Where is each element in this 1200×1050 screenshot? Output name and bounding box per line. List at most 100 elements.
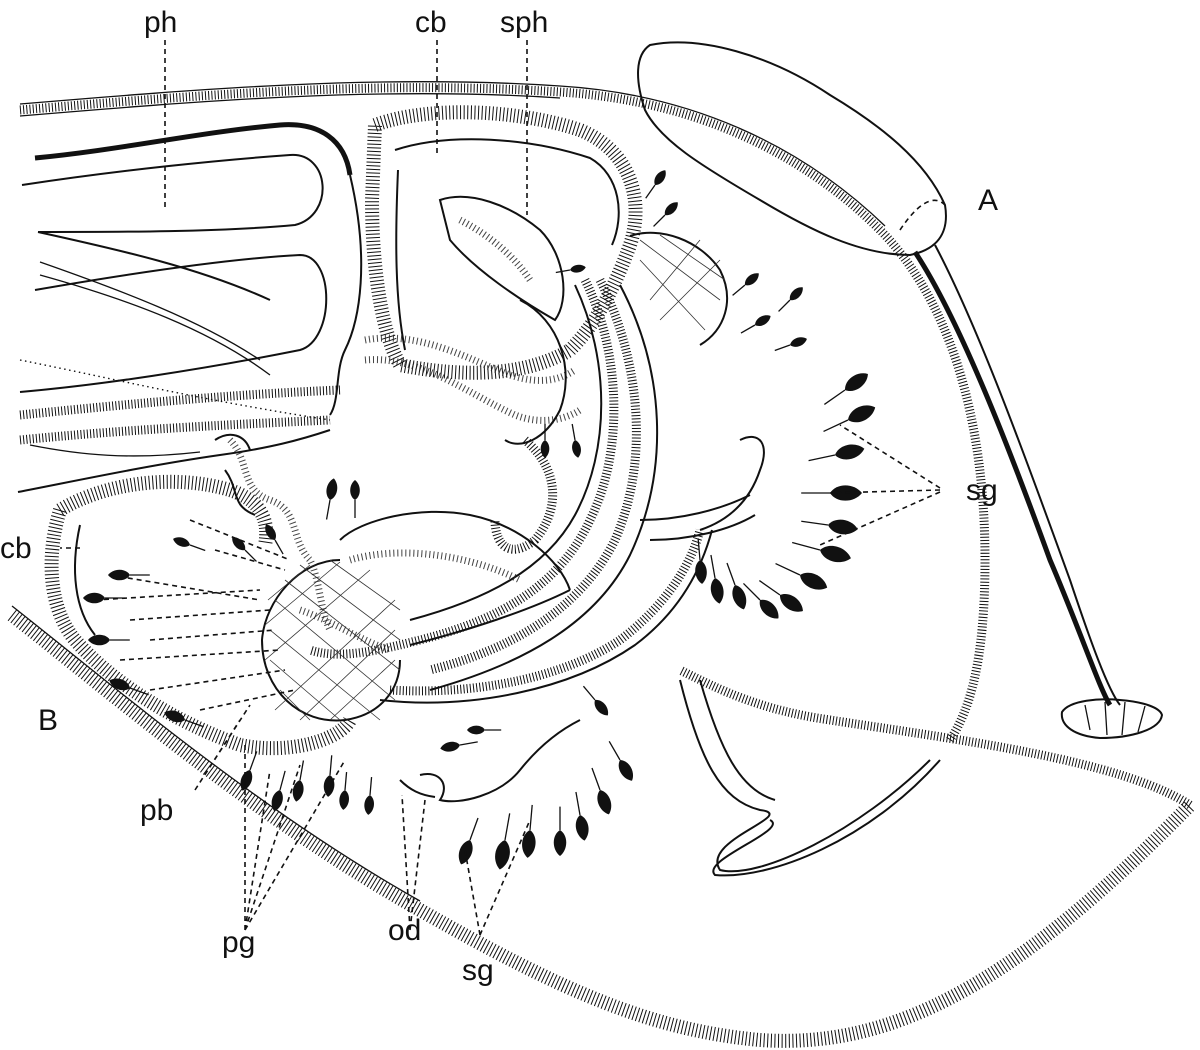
pharynx: [17, 122, 363, 493]
gland-drop: [570, 264, 586, 273]
label-cb-top: cb: [415, 6, 447, 39]
gland-drop: [789, 287, 803, 301]
gland-stalk: [274, 539, 284, 555]
gland-stalk: [801, 520, 829, 526]
gland-stalk: [778, 299, 791, 312]
gland-drop: [164, 710, 185, 723]
label-sg-right: sg: [966, 474, 998, 507]
gland-stalk: [369, 777, 373, 796]
gland-drop: [594, 699, 609, 716]
gland-stalk: [710, 554, 716, 579]
gland-drop: [271, 790, 283, 812]
gland-drop: [108, 569, 130, 581]
central-duct: [308, 277, 713, 704]
label-sg-bottom: sg: [462, 954, 494, 987]
gland-drop: [240, 770, 253, 791]
gland-stalk: [582, 685, 596, 701]
upper-crenellated-organ: [364, 105, 643, 424]
gland-drop: [440, 741, 460, 752]
gland-drop: [339, 790, 349, 810]
reticulated-bulb: [260, 231, 729, 722]
bulb-tube: [214, 433, 571, 632]
gland-drop: [553, 830, 567, 856]
gland-stalk: [325, 499, 331, 520]
body-wall-upper: [19, 80, 990, 743]
gland-drop: [467, 725, 485, 735]
gland-stalk: [774, 344, 791, 352]
label-cb-left: cb: [0, 532, 32, 565]
left-crenellated-organ: [44, 474, 357, 756]
lower-right-loop: [679, 679, 941, 877]
gland-drop: [654, 170, 666, 186]
gland-drop: [292, 780, 304, 802]
gland-stalk: [279, 770, 286, 791]
leader-lines: [60, 40, 941, 936]
gland-stalk: [329, 755, 333, 776]
gland-stalk: [742, 582, 761, 601]
gland-drop: [820, 545, 851, 563]
gland-drop: [326, 478, 338, 500]
gland-drop: [732, 585, 747, 610]
gland-drop: [844, 373, 868, 391]
gland-stalk: [469, 817, 479, 841]
gland-drop: [618, 760, 633, 781]
gland-drop: [744, 273, 759, 286]
gland-drop: [83, 592, 105, 604]
gland-drop: [540, 440, 550, 458]
gland-stalk: [697, 538, 701, 561]
gland-drop: [88, 634, 110, 646]
gland-drop: [597, 790, 612, 815]
label-B: B: [38, 704, 58, 737]
gland-drop: [835, 444, 865, 460]
gland-stalk: [244, 549, 257, 562]
gland-drop: [572, 440, 581, 458]
gland-drop: [755, 315, 771, 326]
gland-stalk: [575, 791, 581, 816]
gland-stalk: [129, 687, 149, 696]
gland-drop: [109, 678, 130, 691]
gland-stalk: [726, 562, 736, 586]
label-ph: ph: [144, 6, 177, 39]
gland-fan-bottom: [399, 719, 581, 803]
gland-drop: [759, 599, 779, 619]
label-A: A: [978, 184, 998, 217]
gland-drop: [848, 405, 876, 423]
gland-drop: [790, 337, 807, 347]
gland-stalk: [775, 563, 801, 576]
labels: ph cb sph A sg cb B pb pg od sg: [0, 6, 998, 987]
gland-stalk: [792, 541, 821, 551]
gland-stalk: [249, 751, 258, 771]
gland-drop: [779, 594, 803, 612]
gland-drop: [173, 537, 190, 547]
gland-drop: [575, 815, 589, 841]
body-wall-lower: [7, 605, 1196, 1048]
gland-stalk: [504, 813, 511, 841]
gland-drop: [522, 830, 536, 858]
gland-stalk: [653, 214, 666, 227]
gland-drop: [664, 202, 678, 216]
gland-stalk: [740, 324, 756, 334]
gland-stalk: [459, 741, 478, 746]
gland-stalk: [732, 284, 746, 296]
gland-fan-right: [639, 435, 765, 541]
gland-stalk: [823, 389, 846, 405]
vesicle-A: [637, 41, 1164, 740]
gland-drop: [364, 795, 374, 815]
gland-drop: [828, 519, 858, 535]
gland-stalk: [344, 772, 348, 791]
gland-stalk: [184, 719, 204, 728]
gland-stalk: [645, 184, 656, 199]
gland-stalk: [529, 804, 533, 831]
gland-stalk: [591, 767, 601, 791]
gland-stalk: [608, 740, 621, 761]
gland-stalk: [189, 544, 206, 552]
gland-drop: [800, 572, 828, 590]
gland-stalk: [808, 454, 836, 462]
salivary-glands: [83, 170, 876, 870]
gland-stalk: [571, 423, 576, 441]
gland-drop: [265, 524, 276, 540]
gland-drop: [232, 537, 246, 551]
gland-stalk: [823, 419, 849, 432]
label-pb: pb: [140, 794, 173, 827]
